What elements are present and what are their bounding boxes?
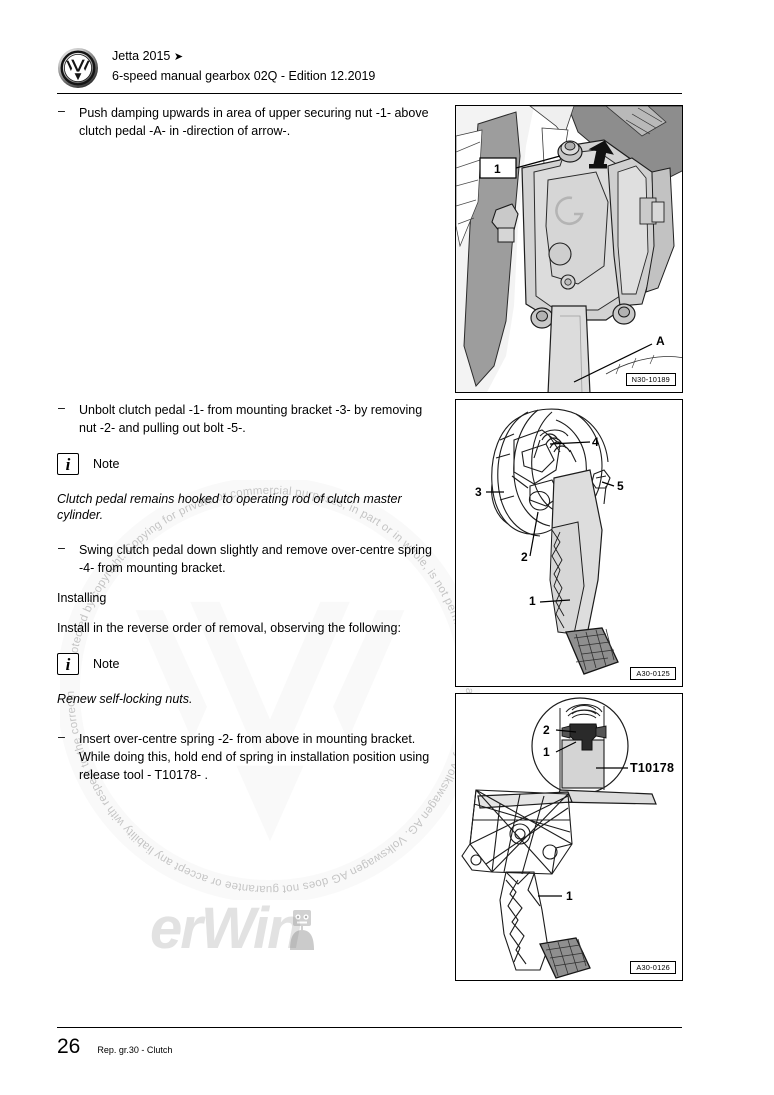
figure-callout-A: A <box>656 334 665 348</box>
spacer <box>57 140 435 401</box>
bullet-dash-icon: – <box>58 401 65 415</box>
info-icon: i <box>57 453 79 475</box>
clutch-pedal-assembly-figure: 4 5 3 2 1 A30-0125 <box>455 399 683 687</box>
footer-section-label: Rep. gr.30 - Clutch <box>97 1045 173 1055</box>
figure-id-label: A30-0125 <box>630 666 676 680</box>
figure-callout-1: 1 <box>494 162 501 176</box>
figure-id-label: N30-10189 <box>625 372 676 386</box>
figure-callout-1-lower: 1 <box>566 889 573 903</box>
header-divider <box>57 93 682 94</box>
over-centre-spring-install-figure: 2 1 T10178 1 A30-0126 <box>455 693 683 981</box>
figure-callout-2: 2 <box>521 550 528 564</box>
page-footer: 26 Rep. gr.30 - Clutch <box>57 1035 682 1059</box>
bullet-dash-icon: – <box>58 729 65 744</box>
note-text: Clutch pedal remains hooked to operating… <box>57 492 402 522</box>
vw-logo-icon <box>58 48 98 88</box>
figure-callout-5: 5 <box>617 479 624 493</box>
note-text: Renew self-locking nuts. <box>57 692 193 706</box>
bullet-dash-icon: – <box>58 541 65 555</box>
figure-2-illustration <box>456 400 682 686</box>
header-model-text: Jetta 2015 <box>112 49 171 63</box>
figure-callout-2: 2 <box>543 723 550 737</box>
header-subtitle: 6-speed manual gearbox 02Q - Edition 12.… <box>112 69 376 83</box>
figure-callout-1: 1 <box>529 594 536 608</box>
instruction-text-column: – Push damping upwards in area of upper … <box>57 104 435 786</box>
info-icon: i <box>57 653 79 675</box>
figure-callout-4: 4 <box>592 435 599 449</box>
instruction-text: Push damping upwards in area of upper se… <box>79 106 429 138</box>
figure-callout-3: 3 <box>475 485 482 499</box>
note-block: i Note <box>57 653 435 675</box>
instruction-text: Swing clutch pedal down slightly and rem… <box>79 543 432 575</box>
note-label: Note <box>93 457 120 471</box>
figure-callout-1: 1 <box>543 745 550 759</box>
bullet-dash-icon: – <box>58 104 65 118</box>
figure-1-illustration <box>456 106 682 392</box>
instruction-bullet: – Insert over-centre spring -2- from abo… <box>57 730 435 784</box>
figure-id-label: A30-0126 <box>630 960 676 974</box>
page-header: Jetta 2015 ➤ 6-speed manual gearbox 02Q … <box>57 46 682 94</box>
instruction-text: Unbolt clutch pedal -1- from mounting br… <box>79 403 423 435</box>
note-block: i Note <box>57 453 435 475</box>
section-heading: Installing <box>57 591 107 605</box>
note-label: Note <box>93 657 120 671</box>
instruction-text: Insert over-centre spring -2- from above… <box>79 731 430 782</box>
instruction-bullet: – Push damping upwards in area of upper … <box>57 104 435 140</box>
instruction-bullet: – Swing clutch pedal down slightly and r… <box>57 541 435 577</box>
figure-3-illustration <box>456 694 682 980</box>
page-number: 26 <box>57 1035 81 1058</box>
instruction-paragraph: Install in the reverse order of removal,… <box>57 620 401 635</box>
figure-callout-tool-number: T10178 <box>630 761 675 775</box>
right-arrow-icon: ➤ <box>173 51 184 63</box>
header-model-line: Jetta 2015 ➤ <box>112 48 375 66</box>
header-title-block: Jetta 2015 ➤ 6-speed manual gearbox 02Q … <box>112 48 375 85</box>
instruction-bullet: – Unbolt clutch pedal -1- from mounting … <box>57 401 435 437</box>
footer-divider <box>57 1027 682 1028</box>
clutch-pedal-damping-figure: 1 A N30-10189 <box>455 105 683 393</box>
